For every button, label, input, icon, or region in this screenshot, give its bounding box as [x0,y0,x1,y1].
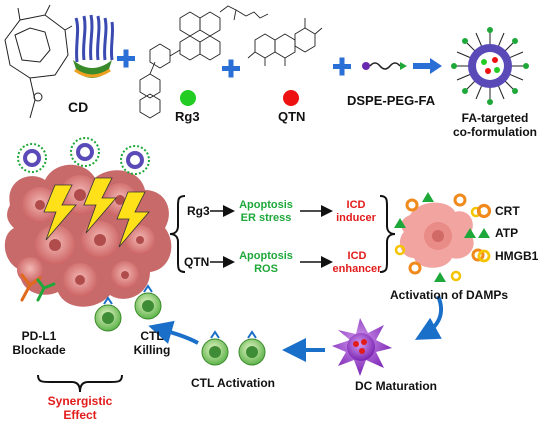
qtn-effect-label: Apoptosis ROS [234,250,298,275]
synergy-line2: Effect [63,407,97,422]
legend-hmgb1-label: HMGB1 [495,249,539,263]
rg3-effect-line2: ER stress [240,211,292,224]
arrow-to-nanoparticle-icon [413,58,442,74]
ctl-killing-label: CTL Killing [128,329,176,358]
bottom-brace-icon [37,374,123,393]
rg3-pathway-label: Rg3 [187,204,210,218]
plus-icon [222,59,240,78]
legend-crt-label: CRT [495,204,520,218]
fa-targeted-line1: FA-targeted [461,111,529,125]
qtn-label: QTN [278,109,306,124]
cd-carrier-icon [73,14,115,78]
damps-caption: Activation of DAMPs [390,288,509,302]
qtn-pathway-label: QTN [184,255,210,269]
ctl-cell-icon [201,330,229,366]
cd-label: CD [68,99,89,115]
nanoparticle-small-icon [70,137,100,167]
orange-ring-icon [476,203,492,219]
pd-l1-antibody-icon [20,273,56,302]
ctl-cell-icon [238,330,266,366]
dying-tumor-cell-icon [399,202,474,268]
left-brace-icon [169,195,186,273]
rg3-effect-line1: Apoptosis [239,199,293,211]
synergistic-effect-label: Synergistic Effect [42,394,118,423]
legend-atp-label: ATP [495,226,519,240]
plus-icon [333,57,351,76]
yellow-ring-icon [477,249,491,263]
ctl-activation-label: CTL Activation [191,376,276,390]
damp-particles-icon [394,192,485,282]
ctl-killing-line1: CTL [140,329,164,343]
plus-icon [117,49,135,68]
lightning-bolt-icon [83,177,117,234]
rg3-label: Rg3 [175,109,200,124]
fa-targeted-nanoparticle-icon [451,27,529,105]
rg3-structure-icon [139,5,269,119]
dc-maturation-label: DC Maturation [355,379,437,393]
rg3-effect-label: Apoptosis ER stress [234,199,298,224]
qtn-structure-icon [247,18,323,66]
arrow-to-ctl-killing-icon [148,320,199,345]
icd-enhancer-line2: enhancer [332,262,382,275]
right-brace-icon [379,195,396,273]
fa-targeted-label: FA-targeted co-formulation [450,111,540,140]
icd-inducer-label: ICD inducer [332,199,380,224]
green-triangle-icon [478,228,490,238]
cyclodextrin-structure-icon [4,4,73,119]
ctl-cell-icon [94,296,122,332]
pd-l1-line1: PD-L1 [21,329,57,343]
synergy-line1: Synergistic [47,394,113,408]
qtn-red-dot-icon [283,90,299,106]
qtn-effect-line1: Apoptosis [239,250,293,262]
lightning-bolt-icon [116,191,150,248]
dspe-peg-fa-label: DSPE-PEG-FA [347,93,436,108]
ctl-cell-icon [134,284,162,320]
pd-l1-line2: Blockade [12,342,66,357]
icd-enhancer-line1: ICD [347,250,367,262]
pd-l1-blockade-label: PD-L1 Blockade [8,329,70,358]
nanoparticle-small-icon [120,145,150,175]
icd-inducer-line1: ICD [346,199,366,211]
icd-enhancer-label: ICD enhancer [330,250,384,275]
qtn-effect-line2: ROS [254,262,278,275]
icd-inducer-line2: inducer [336,211,376,224]
rg3-green-dot-icon [180,90,196,106]
dendritic-cell-icon [332,318,392,376]
ctl-killing-line2: Killing [133,342,171,357]
nanoparticle-small-icon [17,143,47,173]
lightning-bolt-icon [43,184,77,241]
dspe-peg-fa-icon [362,62,407,70]
arrow-to-dc-icon [415,295,443,340]
fa-targeted-line2: co-formulation [453,125,537,140]
